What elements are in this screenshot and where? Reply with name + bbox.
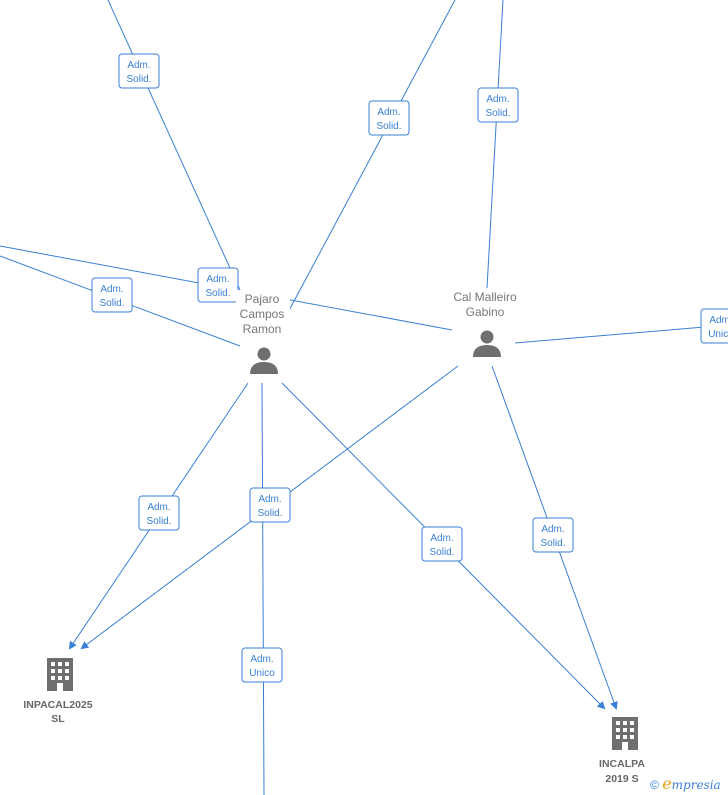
- footer-brand[interactable]: © empresia: [650, 774, 721, 793]
- edge-label-line2: Solid.: [126, 74, 151, 85]
- edge-label-line2: Solid.: [205, 288, 230, 299]
- edge-label-line2: Solid.: [485, 108, 510, 119]
- company-node-incalpa[interactable]: INCALPA 2019 S: [599, 717, 645, 785]
- brand-logo-initial: e: [662, 774, 672, 793]
- edge-label-line2: Solid.: [99, 298, 124, 309]
- person-name-line1: Pajaro: [245, 292, 280, 306]
- edge-label-line1: Adm.: [258, 494, 281, 505]
- person-node-cal[interactable]: Cal Malleiro Gabino: [448, 288, 524, 357]
- edge-label[interactable]: Adm. Solid.: [118, 53, 160, 89]
- building-icon: [612, 717, 638, 750]
- edge-cal-right: [514, 324, 728, 344]
- company-name-line2: 2019 S: [605, 773, 638, 785]
- edge-label[interactable]: Adm. Solid.: [477, 87, 519, 123]
- edge-label[interactable]: Adm. Unico: [700, 308, 728, 344]
- edge-label[interactable]: Adm. Solid.: [249, 487, 291, 523]
- building-icon: [47, 658, 73, 691]
- company-name-line1: INCALPA: [599, 758, 645, 770]
- edge-label-line2: Solid.: [429, 547, 454, 558]
- edge-label-line2: Unico: [708, 329, 728, 340]
- person-node-pajaro[interactable]: Pajaro Campos Ramon: [236, 290, 290, 374]
- edge-cal-top: [486, 0, 504, 289]
- person-name-line2: Gabino: [466, 305, 505, 319]
- edge-label-line2: Unico: [249, 668, 275, 679]
- edge-label-line1: Adm.: [709, 315, 728, 326]
- company-name-line1: INPACAL2025: [23, 699, 92, 711]
- edge-label[interactable]: Adm. Solid.: [421, 526, 463, 562]
- edge-pajaro-bottom: [261, 382, 265, 795]
- copyright-symbol: ©: [650, 778, 659, 792]
- edge-label[interactable]: Adm. Solid.: [91, 277, 133, 313]
- person-name-line2: Campos: [240, 307, 285, 321]
- edge-label-line1: Adm.: [377, 107, 400, 118]
- edge-label-line1: Adm.: [147, 502, 170, 513]
- edge-label-line1: Adm.: [430, 533, 453, 544]
- edge-label-line1: Adm.: [206, 274, 229, 285]
- person-icon: [250, 347, 278, 374]
- edge-label[interactable]: Adm. Solid.: [368, 100, 410, 136]
- edge-label-line1: Adm.: [541, 524, 564, 535]
- person-icon: [473, 330, 501, 357]
- person-name-line3: Ramon: [243, 322, 282, 336]
- edge-label-line1: Adm.: [250, 654, 273, 665]
- edge-label[interactable]: Adm. Solid.: [532, 517, 574, 553]
- edge-label[interactable]: Adm. Unico: [241, 647, 283, 683]
- edge-label-line2: Solid.: [540, 538, 565, 549]
- edge-label-line2: Solid.: [146, 516, 171, 527]
- company-node-inpacal[interactable]: INPACAL2025 SL: [23, 658, 93, 725]
- person-name-line1: Cal Malleiro: [453, 290, 517, 304]
- company-name-line2: SL: [51, 713, 65, 725]
- edge-label-line2: Solid.: [257, 508, 282, 519]
- edge-labels: Adm. Solid. Adm. Solid. Adm. Solid. Adm.…: [91, 53, 728, 683]
- edge-label-line1: Adm.: [486, 94, 509, 105]
- edge-pajaro-top-mid: [284, 0, 456, 319]
- edge-label[interactable]: Adm. Solid.: [197, 267, 239, 303]
- brand-logo-name: mpresia: [671, 778, 721, 792]
- edge-label-line1: Adm.: [127, 60, 150, 71]
- edge-pajaro-top-left: [107, 0, 241, 291]
- edge-label-line2: Solid.: [376, 121, 401, 132]
- edge-label-line1: Adm.: [100, 284, 123, 295]
- edge-label[interactable]: Adm. Solid.: [138, 495, 180, 531]
